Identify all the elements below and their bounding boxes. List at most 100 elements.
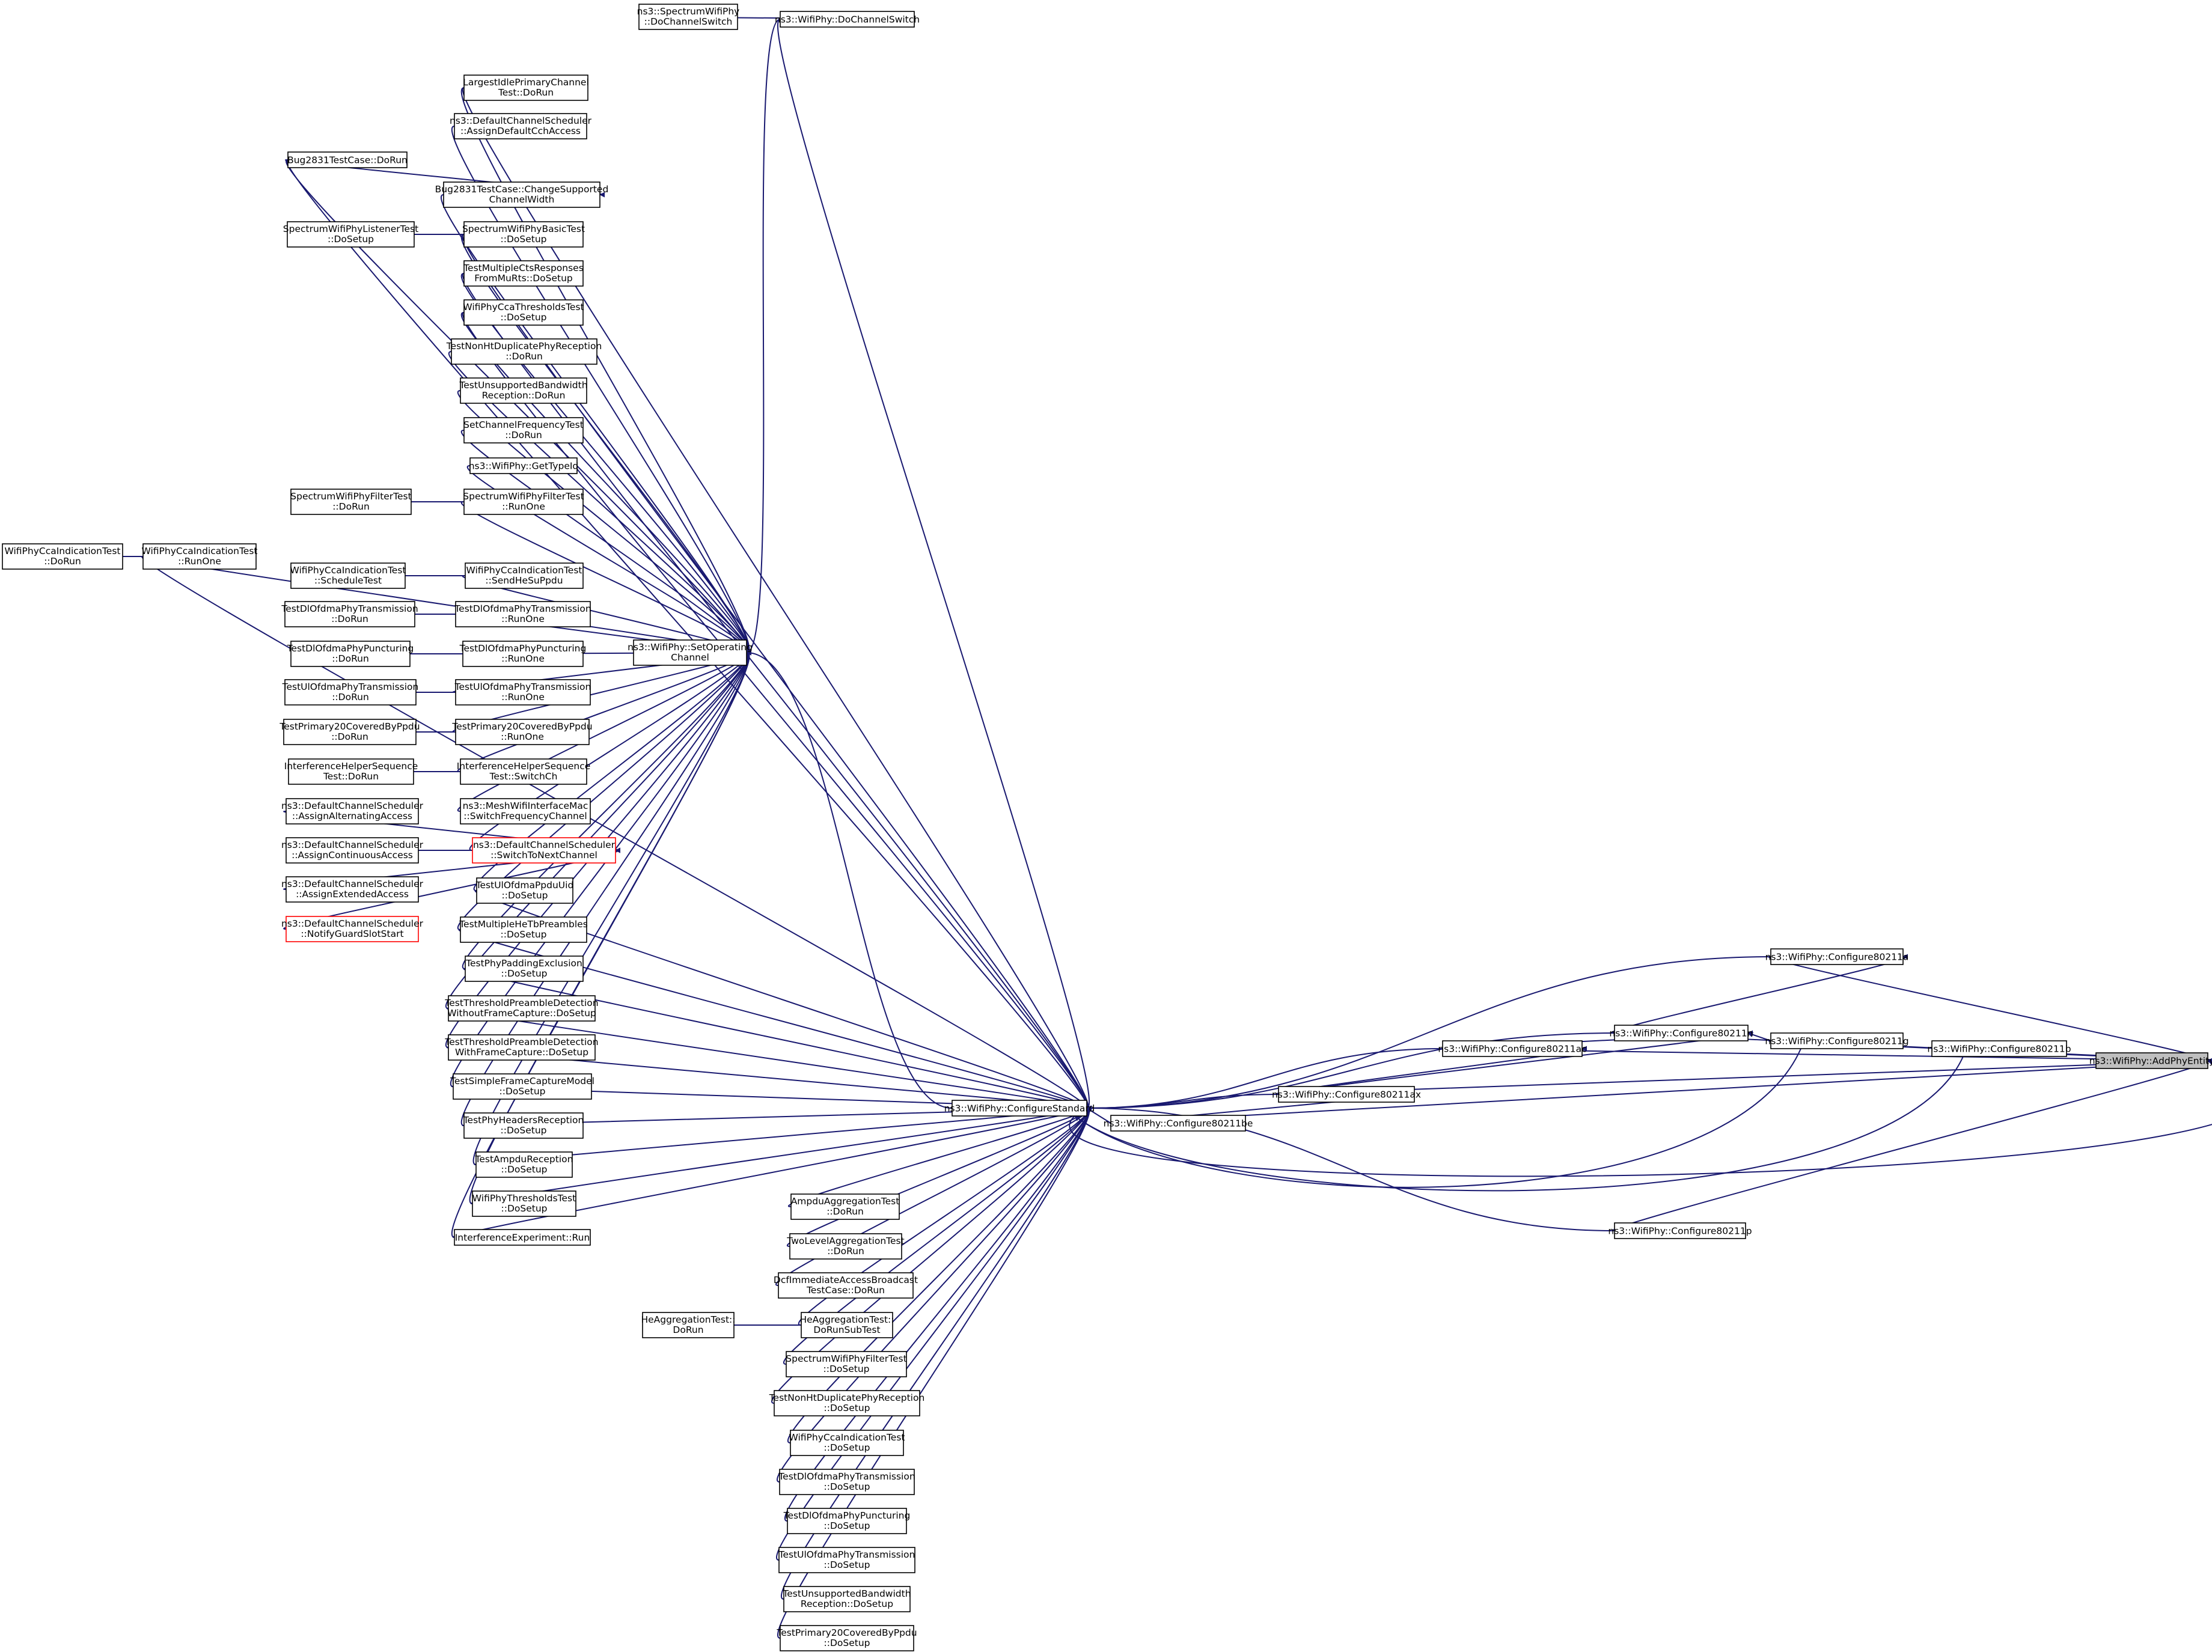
node-mesh[interactable]: ns3::MeshWifiInterfaceMac::SwitchFrequen… [460, 798, 591, 824]
node-c11be[interactable]: ns3::WifiPhy::Configure80211be [1104, 1115, 1253, 1132]
node-wpcit-run[interactable]: WifiPhyCcaIndicationTest::DoRun [2, 543, 123, 570]
node-dcs-stnc[interactable]: ns3::DefaultChannelScheduler::SwitchToNe… [472, 837, 616, 864]
node-tdopp-setup[interactable]: TestDlOfdmaPhyPuncturing::DoSetup [783, 1508, 911, 1534]
node-dcs-aca[interactable]: ns3::DefaultChannelScheduler::AssignCont… [281, 837, 424, 864]
node-tlat[interactable]: TwoLevelAggregationTest::DoRun [786, 1233, 905, 1260]
node-tp20-setup[interactable]: TestPrimary20CoveredByPpdu::DoSetup [776, 1625, 917, 1651]
node-label: ::RunOne [502, 501, 545, 512]
node-dcs[interactable]: ns3::WifiPhy::DoChannelSwitch [775, 11, 920, 28]
edge-wpcit_setup-to-cfgstd [787, 1105, 1092, 1443]
node-tppe[interactable]: TestPhyPaddingExclusion::DoSetup [465, 956, 584, 982]
node-addphy[interactable]: ns3::WifiPhy::AddPhyEntity [2089, 1052, 2212, 1069]
node-box [284, 679, 417, 706]
node-tdopt-run[interactable]: TestDlOfdmaPhyTransmission::DoRun [281, 601, 418, 627]
node-gettype[interactable]: ns3::WifiPhy::GetTypeId [469, 457, 579, 474]
node-swpft-run[interactable]: SpectrumWifiPhyFilterTest::DoRun [290, 489, 412, 515]
node-c11a[interactable]: ns3::WifiPhy::Configure80211a [1765, 948, 1909, 965]
node-tubr-setup[interactable]: TestUnsupportedBandwidthReception::DoSet… [782, 1586, 911, 1612]
node-cfgstd[interactable]: ns3::WifiPhy::ConfigureStandard [944, 1100, 1095, 1117]
node-hat-sub[interactable]: HeAggregationTest::DoRunSubTest [799, 1312, 894, 1338]
node-label: ::DoRun [827, 1246, 864, 1257]
node-tphr[interactable]: TestPhyHeadersReception::DoSetup [463, 1112, 584, 1139]
node-swpft-one[interactable]: SpectrumWifiPhyFilterTest::RunOne [463, 489, 584, 515]
node-aat[interactable]: AmpduAggregationTest::DoRun [790, 1193, 900, 1220]
node-label: Test::DoRun [498, 87, 554, 98]
node-tmcr[interactable]: TestMultipleCtsResponsesFromMuRts::DoSet… [463, 260, 584, 287]
node-tdopt-one[interactable]: TestDlOfdmaPhyTransmission::RunOne [454, 601, 591, 627]
node-tdopt-setup[interactable]: TestDlOfdmaPhyTransmission::DoSetup [778, 1469, 915, 1495]
node-label: SpectrumWifiPhyFilterTest [290, 491, 411, 502]
node-label: ::DoSetup [501, 929, 547, 940]
edges [2, 16, 2212, 1639]
node-label: TestUnsupportedBandwidth [459, 380, 587, 391]
node-label: ::DoSetup [824, 1520, 870, 1531]
node-dcs-adca[interactable]: ns3::DefaultChannelScheduler::AssignDefa… [450, 113, 592, 139]
node-tmhtp[interactable]: TestMultipleHeTbPreambles::DoSetup [459, 916, 588, 943]
node-bug-ch[interactable]: Bug2831TestCase::ChangeSupportedChannelW… [435, 181, 609, 208]
node-label: ns3::WifiPhy::Configure80211a [1765, 952, 1909, 963]
node-label: ::RunOne [501, 692, 545, 703]
node-wpcit-sched[interactable]: WifiPhyCcaIndicationTest::ScheduleTest [290, 562, 406, 589]
node-label: ::DoSetup [501, 1164, 548, 1175]
node-label: FromMuRts::DoSetup [474, 273, 573, 284]
edge-swpbt-to-cfgstd [462, 234, 1092, 1111]
node-c11ax[interactable]: ns3::WifiPhy::Configure80211ax [1272, 1086, 1421, 1103]
node-box [455, 679, 591, 706]
node-scft[interactable]: SetChannelFrequencyTest::DoRun [463, 417, 584, 443]
node-spec-dcs[interactable]: ns3::SpectrumWifiPhy::DoChannelSwitch [637, 4, 740, 30]
node-c11p[interactable]: ns3::WifiPhy::Configure80211p [1608, 1222, 1752, 1239]
node-dcs-aaa[interactable]: ns3::DefaultChannelScheduler::AssignAlte… [281, 798, 424, 824]
node-label: SpectrumWifiPhyFilterTest [786, 1353, 906, 1364]
node-tnhdpr[interactable]: TestNonHtDuplicatePhyReception::DoRun [446, 338, 602, 365]
node-bug-run[interactable]: Bug2831TestCase::DoRun [287, 151, 408, 168]
node-tdopp-one[interactable]: TestDlOfdmaPhyPuncturing::RunOne [459, 641, 587, 667]
edge-cfgstd-to-addphy [1069, 1059, 2212, 1177]
node-swplt[interactable]: SpectrumWifiPhyListenerTest::DoSetup [283, 221, 418, 248]
node-hat-run[interactable]: HeAggregationTest::DoRun [641, 1312, 736, 1338]
node-wpcit-one[interactable]: WifiPhyCcaIndicationTest::RunOne [141, 543, 258, 570]
node-label: TestPhyPaddingExclusion [465, 958, 582, 969]
node-label: ::DoSetup [824, 1559, 870, 1570]
node-diab[interactable]: DcfImmediateAccessBroadcastTestCase::DoR… [774, 1272, 918, 1299]
node-tnhdpr-setup[interactable]: TestNonHtDuplicatePhyReception::DoSetup [769, 1390, 925, 1416]
node-ier[interactable]: InterferenceExperiment::Run [454, 1229, 591, 1246]
node-ttpd-w[interactable]: TestThresholdPreambleDetectionWithFrameC… [444, 1034, 599, 1061]
node-tsfcm[interactable]: TestSimpleFrameCaptureModel::DoSetup [450, 1073, 594, 1100]
node-tp20-one[interactable]: TestPrimary20CoveredByPpdu::RunOne [451, 719, 593, 745]
node-label: ::RunOne [501, 614, 545, 624]
node-label: TestMultipleCtsResponses [463, 263, 584, 273]
node-tuopu[interactable]: TestUlOfdmaPpduUid::DoSetup [475, 877, 574, 904]
node-ttpd-wo[interactable]: TestThresholdPreambleDetectionWithoutFra… [444, 995, 599, 1022]
node-wptt[interactable]: WifiPhyThresholdsTest::DoSetup [472, 1190, 576, 1217]
node-label: DoRun [673, 1324, 703, 1335]
node-c11ac[interactable]: ns3::WifiPhy::Configure80211ac [1438, 1040, 1587, 1057]
node-label: ns3::WifiPhy::DoChannelSwitch [775, 14, 920, 25]
node-dcs-ngss[interactable]: ns3::DefaultChannelScheduler::NotifyGuar… [281, 916, 424, 942]
node-tuopt-one[interactable]: TestUlOfdmaPhyTransmission::RunOne [454, 679, 591, 706]
node-tdopp-run[interactable]: TestDlOfdmaPhyPuncturing::DoRun [287, 641, 414, 667]
node-tuopt-setup[interactable]: TestUlOfdmaPhyTransmission::DoSetup [778, 1547, 915, 1573]
node-tuopt-run[interactable]: TestUlOfdmaPhyTransmission::DoRun [282, 679, 419, 706]
node-c11b[interactable]: ns3::WifiPhy::Configure80211b [1927, 1040, 2071, 1057]
node-dcs-aea[interactable]: ns3::DefaultChannelScheduler::AssignExte… [281, 876, 424, 903]
node-label: ::RunOne [501, 653, 545, 664]
node-swpbt[interactable]: SpectrumWifiPhyBasicTest::DoSetup [462, 221, 585, 248]
node-tar[interactable]: TestAmpduReception::DoSetup [475, 1151, 573, 1178]
node-swpft-setup[interactable]: SpectrumWifiPhyFilterTest::DoSetup [786, 1351, 907, 1377]
node-wpcit-setup[interactable]: WifiPhyCcaIndicationTest::DoSetup [789, 1430, 905, 1456]
node-c11n[interactable]: ns3::WifiPhy::Configure80211n [1609, 1025, 1753, 1041]
node-label: ::DoSetup [501, 312, 547, 323]
node-box [460, 798, 591, 824]
node-tp20-run[interactable]: TestPrimary20CoveredByPpdu::DoRun [279, 719, 420, 745]
node-label: AmpduAggregationTest [791, 1196, 900, 1207]
node-wpcct[interactable]: WifiPhyCcaThresholdsTest::DoSetup [463, 299, 584, 326]
edge-bug_run-to-cfgstd [286, 159, 1092, 1111]
node-label: ::DoRun [826, 1206, 864, 1217]
node-c11g[interactable]: ns3::WifiPhy::Configure80211g [1765, 1032, 1909, 1049]
node-wpcit-send[interactable]: WifiPhyCcaIndicationTest::SendHeSuPpdu [465, 562, 584, 589]
